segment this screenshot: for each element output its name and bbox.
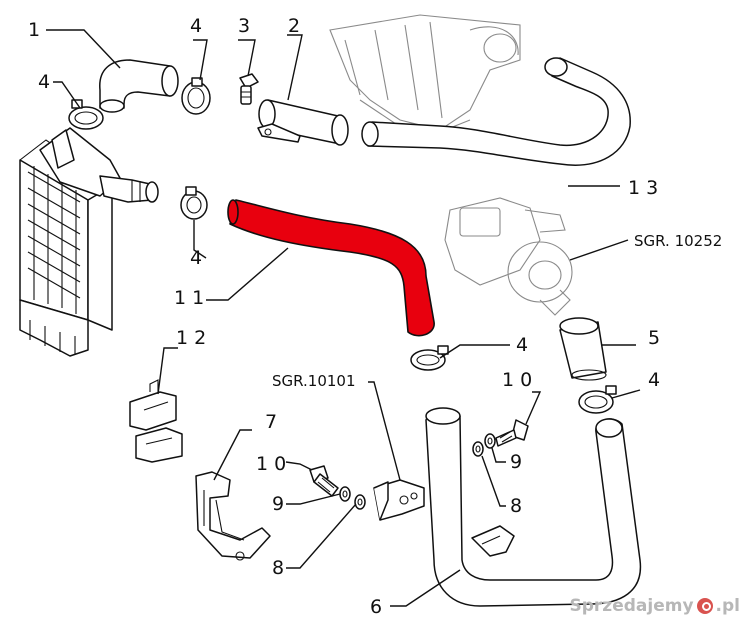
callout-8b: 8 <box>272 557 284 579</box>
clamp-4d <box>410 345 449 371</box>
callout-labels: 1 2 3 4 4 4 4 4 5 6 7 8 8 9 9 1 0 1 0 1 … <box>28 15 722 618</box>
leader-lines <box>46 29 641 607</box>
callout-6: 6 <box>370 596 382 618</box>
sgr-10101-bracket <box>373 479 425 521</box>
callout-11: 1 1 <box>174 287 204 309</box>
engine-block-outline <box>329 14 521 141</box>
part-11-hose <box>227 199 435 337</box>
callout-2: 2 <box>288 15 300 37</box>
callout-4a: 4 <box>38 71 50 93</box>
fastener-group-left <box>309 465 366 510</box>
ref-sgr-10101: SGR.10101 <box>272 372 356 390</box>
part-12-clip <box>129 379 183 463</box>
callout-10a: 1 0 <box>502 369 532 391</box>
part-13-pipe <box>361 57 631 166</box>
callout-8a: 8 <box>510 495 522 517</box>
clamp-4e <box>578 385 617 414</box>
callout-4b: 4 <box>190 15 202 37</box>
intercooler <box>19 127 159 357</box>
part-2-pipe <box>257 99 349 146</box>
callout-5: 5 <box>648 327 660 349</box>
part-6-pipe <box>425 407 642 607</box>
watermark-text: Sprzedajemy <box>569 596 694 616</box>
ref-sgr-10252: SGR. 10252 <box>634 232 722 250</box>
callout-7: 7 <box>265 411 277 433</box>
callout-4d: 4 <box>516 334 528 356</box>
part-5-hose <box>559 317 607 381</box>
callout-4e: 4 <box>648 369 660 391</box>
callout-4c: 4 <box>190 247 202 269</box>
callout-9b: 9 <box>272 493 284 515</box>
callout-13: 1 3 <box>628 177 658 199</box>
clamp-4b <box>181 77 211 115</box>
watermark-logo-icon <box>696 598 713 614</box>
turbocharger-outline <box>444 197 573 316</box>
part-1-elbow-hose <box>99 59 179 113</box>
callout-12: 1 2 <box>176 327 206 349</box>
callout-9a: 9 <box>510 451 522 473</box>
clamp-4a <box>68 99 104 130</box>
callout-1: 1 <box>28 19 40 41</box>
clamp-4c <box>180 186 208 220</box>
callout-10b: 1 0 <box>256 453 286 475</box>
part-3-bolt <box>239 73 259 105</box>
fastener-group-right <box>472 419 529 457</box>
callout-3: 3 <box>238 15 250 37</box>
part-7-bracket <box>195 471 271 561</box>
watermark: Sprzedajemy .pl <box>570 596 740 616</box>
watermark-tld: .pl <box>715 596 740 616</box>
